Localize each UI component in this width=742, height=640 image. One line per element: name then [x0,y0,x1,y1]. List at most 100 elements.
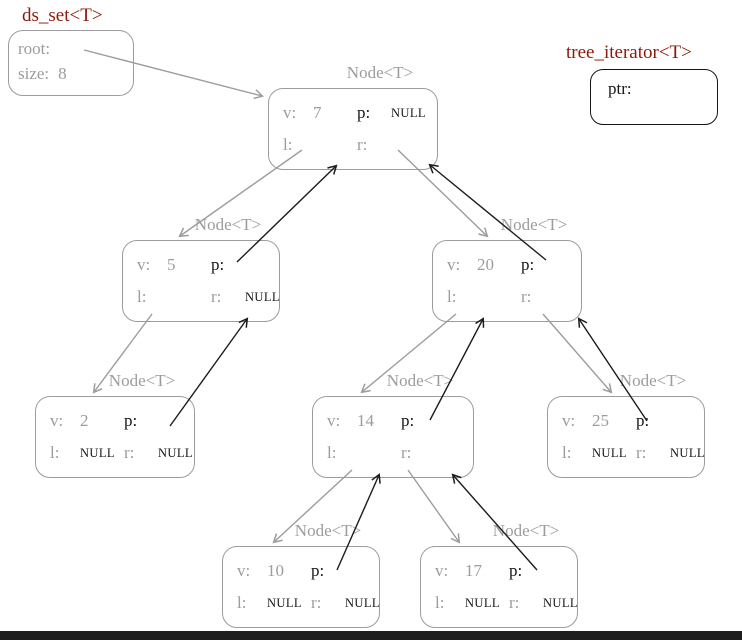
v-label: v: [50,411,64,430]
size-field-row: size: 8 [18,61,133,86]
node-box: v: 17 p: l: NULL r: NULL [420,546,578,628]
node-box: v: 25 p: l: NULL r: NULL [547,396,705,478]
tree-iterator-title: tree_iterator<T> [566,42,692,63]
v-label: v: [447,255,461,274]
v-value: 17 [465,561,482,580]
node-children-row: l: r: [433,287,581,307]
v-label: v: [137,255,151,274]
root-field-label: root: [18,39,51,58]
v-value: 10 [267,561,284,580]
node-box: v: 5 p: l: r: NULL [122,240,280,322]
v-value: 14 [357,411,374,430]
p-label: p: [401,411,415,430]
r-label: r: [401,443,412,462]
tree-node-25: Node<T> v: 25 p: l: NULL r: NULL [547,371,705,478]
node-type-label: Node<T> [194,215,262,234]
l-label: l: [447,287,457,306]
v-label: v: [237,561,251,580]
p-value: NULL [391,105,426,120]
v-value: 25 [592,411,609,430]
node-children-row: l: NULL r: NULL [421,593,578,613]
r-label: r: [521,287,532,306]
node-children-row: l: r: [313,443,473,463]
r-label: r: [311,593,322,612]
node-value-row: v: 7 p: NULL [269,103,437,123]
p-label: p: [124,411,138,430]
r-value: NULL [543,595,578,610]
node-box: v: 14 p: l: r: [312,396,474,478]
v-value: 7 [313,103,322,122]
node-children-row: l: r: [269,135,437,155]
node-value-row: v: 20 p: [433,255,581,275]
ptr-field-label: ptr: [608,79,632,98]
node-box: v: 2 p: l: NULL r: NULL [35,396,195,478]
p-label: p: [636,411,650,430]
v-label: v: [435,561,449,580]
p-label: p: [211,255,225,274]
node-value-row: v: 17 p: [421,561,577,581]
v-value: 20 [477,255,494,274]
l-value: NULL [267,595,302,610]
node-value-row: v: 2 p: [36,411,194,431]
window-bottom-edge [0,631,742,640]
r-label: r: [357,135,368,154]
r-label: r: [211,287,222,306]
r-value: NULL [245,289,280,304]
v-label: v: [283,103,297,122]
r-label: r: [509,593,520,612]
l-value: NULL [592,445,627,460]
tree-node-17: Node<T> v: 17 p: l: NULL r: NULL [420,521,578,628]
node-type-label: Node<T> [619,371,687,390]
tree-node-10: Node<T> v: 10 p: l: NULL r: NULL [222,521,380,628]
l-value: NULL [80,445,115,460]
node-value-row: v: 25 p: [548,411,704,431]
tree-node-20: Node<T> v: 20 p: l: r: [432,215,582,322]
node-value-row: v: 10 p: [223,561,379,581]
l-value: NULL [465,595,500,610]
tree-iterator-box: ptr: [590,69,718,125]
node-children-row: l: r: NULL [123,287,280,307]
node-type-label: Node<T> [386,371,454,390]
node-value-row: v: 14 p: [313,411,473,431]
node-value-row: v: 5 p: [123,255,279,275]
l-label: l: [50,443,60,462]
l-label: l: [283,135,293,154]
edge-node14-right-to-node17 [407,469,461,544]
p-label: p: [521,255,535,274]
node-type-label: Node<T> [346,63,414,82]
r-label: r: [124,443,135,462]
l-label: l: [327,443,337,462]
node-box: v: 7 p: NULL l: r: [268,88,438,170]
v-value: 2 [80,411,89,430]
node-children-row: l: NULL r: NULL [36,443,194,463]
ds-set-title: ds_set<T> [22,5,103,26]
node-type-label: Node<T> [500,215,568,234]
r-label: r: [636,443,647,462]
l-label: l: [435,593,445,612]
edge-node20-right-to-node25 [542,313,613,394]
v-value: 5 [167,255,176,274]
size-field-label: size: [18,64,50,83]
l-label: l: [562,443,572,462]
tree-node-2: Node<T> v: 2 p: l: NULL r: NULL [35,371,195,478]
r-value: NULL [158,445,193,460]
r-value: NULL [670,445,705,460]
v-label: v: [562,411,576,430]
l-label: l: [137,287,147,306]
node-type-label: Node<T> [294,521,362,540]
r-value: NULL [345,595,380,610]
node-children-row: l: NULL r: NULL [223,593,380,613]
node-box: v: 10 p: l: NULL r: NULL [222,546,380,628]
node-children-row: l: NULL r: NULL [548,443,705,463]
l-label: l: [237,593,247,612]
p-label: p: [311,561,325,580]
node-type-label: Node<T> [108,371,176,390]
tree-node-7: Node<T> v: 7 p: NULL l: r: [268,63,438,170]
p-label: p: [357,103,371,122]
p-label: p: [509,561,523,580]
node-type-label: Node<T> [492,521,560,540]
node-box: v: 20 p: l: r: [432,240,582,322]
size-field-value: 8 [58,64,67,83]
tree-node-5: Node<T> v: 5 p: l: r: NULL [122,215,280,322]
